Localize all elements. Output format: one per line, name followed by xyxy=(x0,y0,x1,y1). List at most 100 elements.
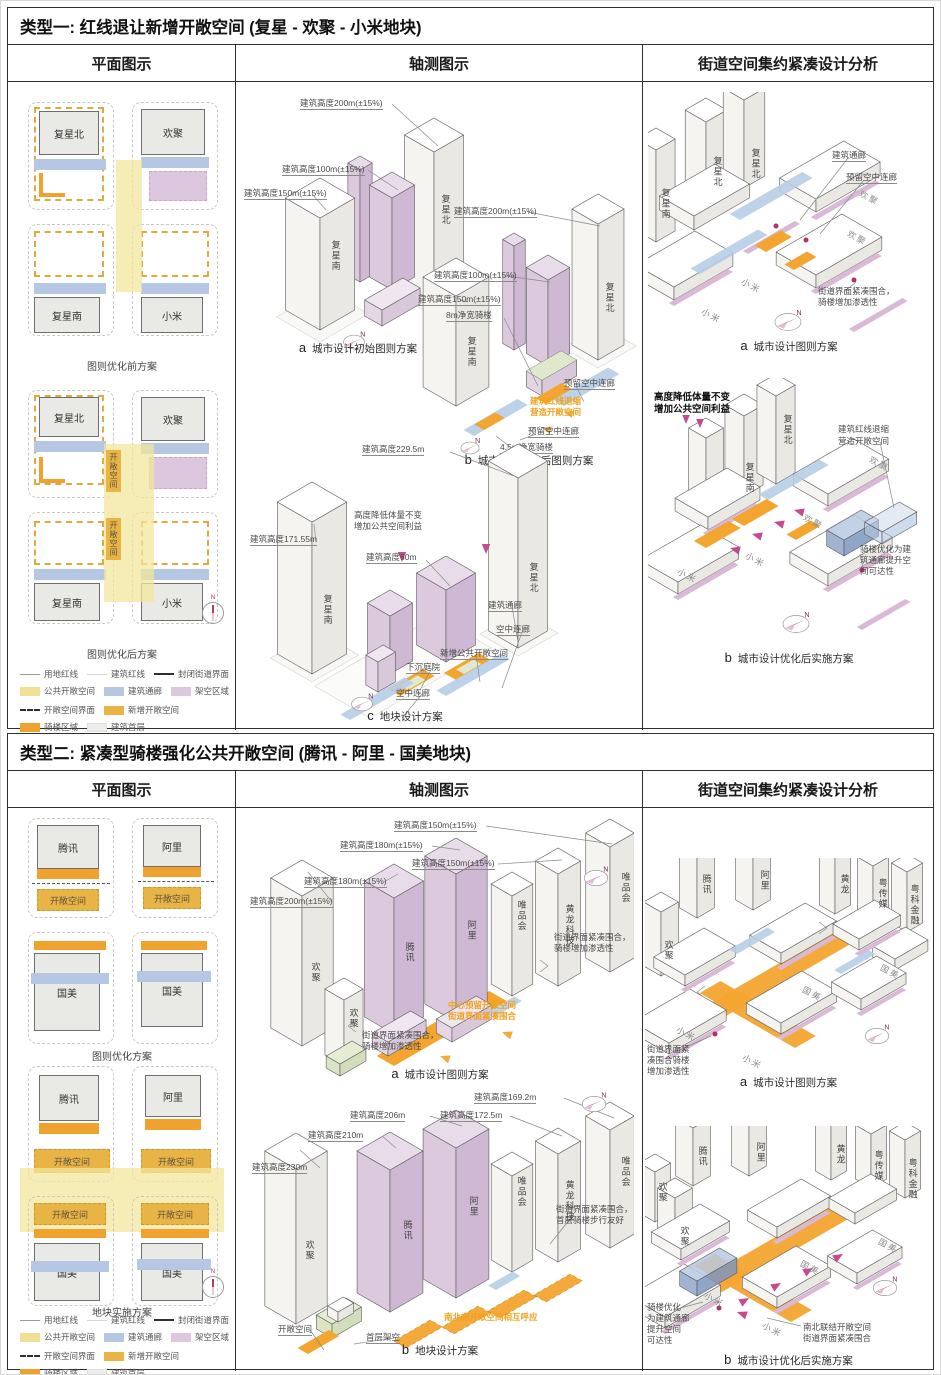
street-interface-note: 街道界面紧凑围合， xyxy=(818,286,895,296)
legend-label: 骑楼区域 xyxy=(44,1368,79,1375)
iso-shape xyxy=(843,281,857,293)
iso-shape xyxy=(309,1329,325,1351)
iso-shape xyxy=(785,620,805,628)
iso-shape xyxy=(856,1126,886,1135)
legend-item: 建筑首层 xyxy=(87,721,145,733)
new-open-space-frame xyxy=(34,231,104,277)
legend-label: 开敞空间界面 xyxy=(44,1351,96,1361)
iso-shape xyxy=(299,1149,321,1169)
section2-street-column: N 腾讯 阿里 黄龙 粤传媒 粤科金融 欢聚 国美 国美 小米 小米 街道界面紧… xyxy=(643,808,933,1371)
caption-letter: b xyxy=(724,1352,732,1367)
corridor-bar xyxy=(141,157,209,168)
iso-shape xyxy=(773,223,779,229)
legend-item: 建筑红线 xyxy=(87,668,145,680)
iso-shape xyxy=(803,237,809,243)
iso-shape xyxy=(658,163,751,217)
iso-shape xyxy=(819,179,865,235)
height-label: 建筑高度100m(±15%) xyxy=(434,270,517,282)
caption-text: 城市设计初始图则方案 xyxy=(312,343,418,355)
caption-letter: a xyxy=(391,1066,399,1081)
legend-item: 封闭街道界面 xyxy=(154,1314,229,1326)
iso-shape xyxy=(474,412,505,430)
column-header-axon: 轴测图示 xyxy=(236,45,643,81)
arcade-bar xyxy=(141,1229,209,1238)
caption-text: 城市设计图则方案 xyxy=(753,341,838,353)
iso-shape xyxy=(822,552,893,592)
iso-shape xyxy=(324,977,364,1001)
legend-item: 新增开敞空间 xyxy=(104,704,179,716)
sunken-courtyard-label: 下沉庭院 xyxy=(406,662,441,674)
height-label: 建筑高度60m xyxy=(366,552,417,564)
massing-note-bold: 高度降低体量不变 xyxy=(654,392,731,403)
street-interface-note: 街道界面紧 xyxy=(647,1044,690,1054)
height-label: 建筑高度150m(±15%) xyxy=(418,294,501,306)
sky-corridor-label: 空中连廊 xyxy=(496,624,531,636)
iso-shape xyxy=(664,1024,727,1060)
iso-shape xyxy=(731,1126,750,1177)
iso-shape xyxy=(828,1173,898,1214)
iso-shape xyxy=(534,847,582,875)
plan-after-optimization: 复星北 欢聚 复星南 小米 xyxy=(20,390,224,674)
axon-diagram-a: N 建筑高度150m(±15%) 建筑高度180m(±15%) 建筑高度150m… xyxy=(244,814,636,1084)
building-name-label: 欢聚 xyxy=(304,1240,315,1261)
legend-label: 公共开敞空间 xyxy=(44,686,96,696)
iso-shape xyxy=(391,184,415,291)
iso-shape xyxy=(830,955,907,1000)
building-name-label: 欢聚 xyxy=(663,940,674,961)
central-open-space-note: 中心预留开敞空间 xyxy=(448,1000,517,1010)
iso-shape xyxy=(422,1128,457,1299)
arcade-zone-swatch xyxy=(20,1368,40,1374)
new-open-space-frame xyxy=(141,231,209,277)
legend-item: 公共开敞空间 xyxy=(20,685,95,697)
iso-shape xyxy=(810,180,881,220)
block-label: 复星北 xyxy=(39,111,99,155)
legend-label: 封闭街道界面 xyxy=(178,669,230,679)
iso-shape xyxy=(752,532,763,541)
building-name-label: 欢聚 xyxy=(657,1182,668,1203)
height-label: 建筑高度230m xyxy=(252,1162,308,1174)
section1-body: 复星北 欢聚 复星南 小米 xyxy=(8,82,933,732)
corridor-bar xyxy=(31,973,109,984)
iso-shape xyxy=(571,193,625,225)
iso-shape xyxy=(502,232,526,247)
corridor-bar xyxy=(34,569,106,580)
street-interface-note: 街道界面紧凑围合， xyxy=(362,1030,439,1040)
legend-row: 公共开敞空间 建筑通廊 架空区域 xyxy=(20,1331,230,1343)
section2-column-headers: 平面图示 轴测图示 街道空间集约紧凑设计分析 xyxy=(8,771,933,808)
iso-shape xyxy=(502,238,515,351)
section1-title-text: 类型一: 红线退让新增开敞空间 (复星 - 欢聚 - 小米地块) xyxy=(20,19,422,37)
redline-setback-note: 建筑红线退缩 xyxy=(838,424,890,434)
arcade-bar xyxy=(143,867,201,877)
caption-text: 地块设计方案 xyxy=(415,1345,479,1357)
legend: 用地红线 建筑红线 封闭街道界面 公共开敞空间 建筑通廊 架空区域 开敞空间界面… xyxy=(20,668,230,738)
legend-label: 建筑红线 xyxy=(111,1315,146,1325)
legend-item: 建筑红线 xyxy=(87,1314,145,1326)
legend-label: 建筑通廊 xyxy=(128,686,163,696)
legend-label: 封闭街道界面 xyxy=(178,1315,230,1325)
caption-text: 城市设计图则方案 xyxy=(404,1069,489,1081)
block-label: 欢聚 xyxy=(141,109,205,155)
building-name-label: 阿里 xyxy=(466,920,477,941)
iso-shape xyxy=(325,1040,367,1065)
iso-shape xyxy=(431,845,461,851)
building-name-label: 复星南 xyxy=(466,336,477,368)
iso-shape xyxy=(481,544,491,554)
height-label: 建筑高度180m(±15%) xyxy=(340,840,423,852)
new-open-space-swatch xyxy=(104,705,125,715)
street-interface-note: 增加渗透性 xyxy=(647,1066,690,1076)
redline-setback-note: 建筑红线退缩 xyxy=(530,396,582,406)
legend-label: 用地红线 xyxy=(44,1315,79,1325)
iso-shape xyxy=(311,193,327,211)
open-space-interface-swatch xyxy=(20,1355,40,1357)
arcade-bar xyxy=(39,1123,99,1134)
legend-row: 开敞空间界面 新增开敞空间 xyxy=(20,704,230,716)
iso-shape xyxy=(525,254,571,281)
open-space-label: 开敞空间 xyxy=(106,518,121,560)
parcel: 欢聚 xyxy=(132,102,218,210)
iso-shape xyxy=(890,858,924,873)
corridor-bar xyxy=(137,971,211,982)
iso-shape xyxy=(657,1177,693,1199)
